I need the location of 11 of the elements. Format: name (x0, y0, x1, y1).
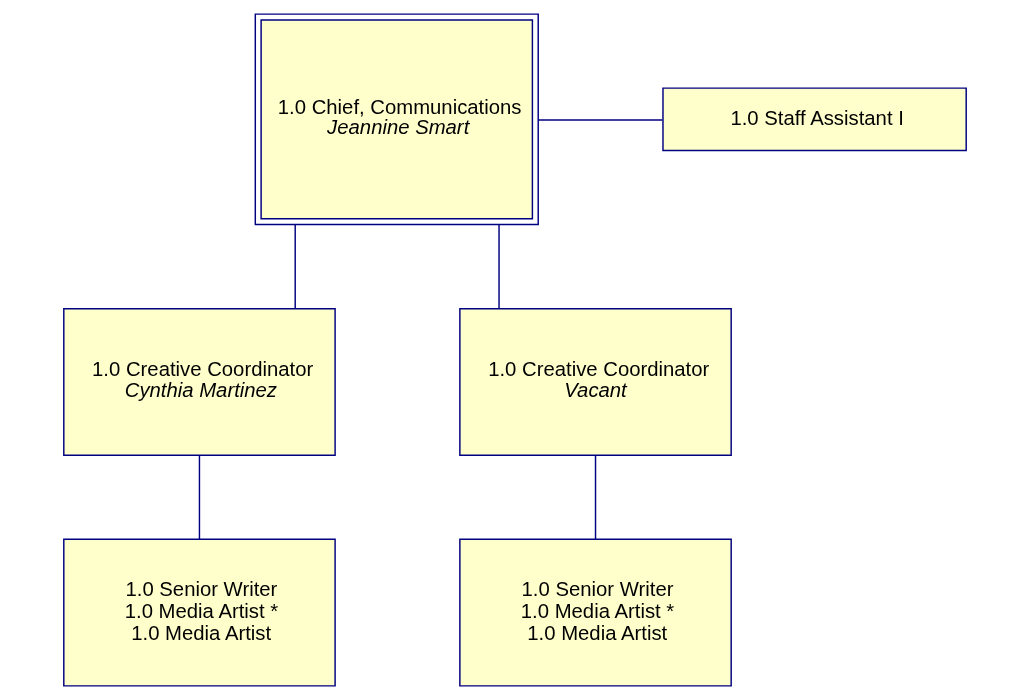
connector (294, 223, 296, 310)
connector (537, 119, 664, 121)
connector (498, 223, 500, 310)
connector (594, 454, 597, 540)
node-box: 1.0 Chief, Communications Jeannine Smart (254, 13, 539, 226)
node-box: 1.0 Creative Coordinator Vacant (459, 307, 732, 456)
node-box: 1.0 Staff Assistant I (662, 87, 967, 152)
connector (198, 454, 201, 540)
node-box: 1.0 Creative Coordinator Cynthia Martinez (63, 307, 336, 456)
node-box: 1.0 Senior Writer 1.0 Media Artist * 1.0 Media Artist (459, 538, 732, 687)
node-box: 1.0 Senior Writer 1.0 Media Artist * 1.0 Media Artist (63, 538, 336, 687)
